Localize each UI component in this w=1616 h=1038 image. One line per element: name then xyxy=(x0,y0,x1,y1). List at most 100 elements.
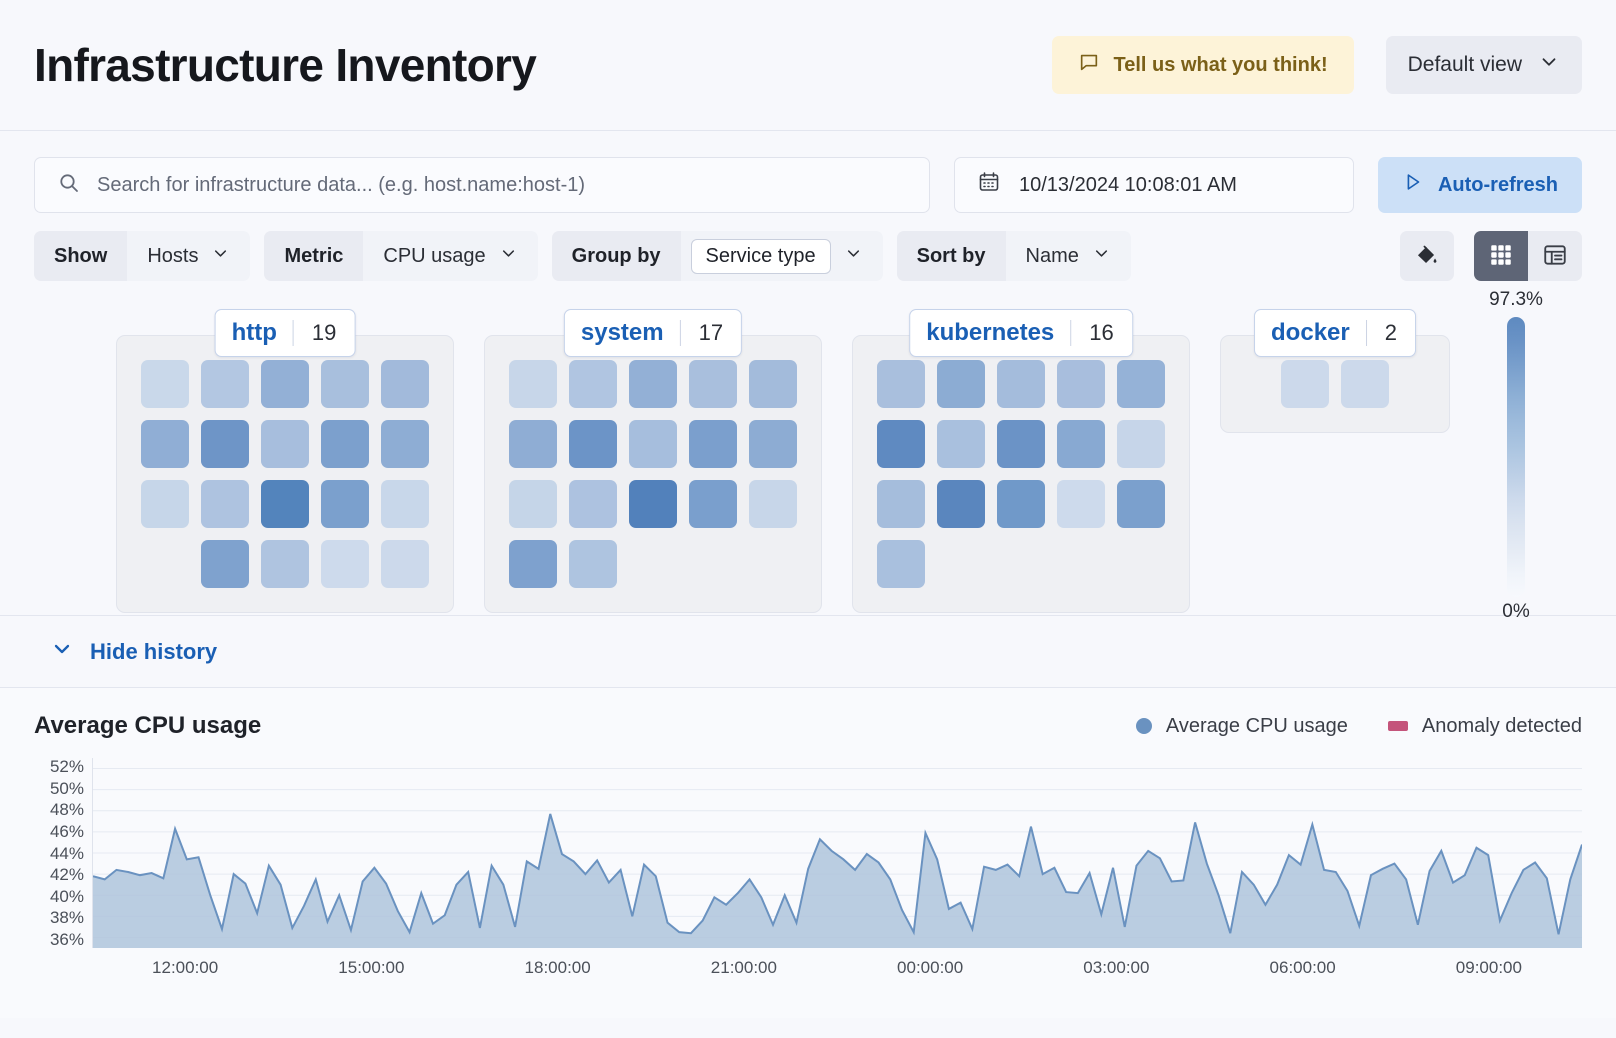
x-tick-label: 21:00:00 xyxy=(710,958,777,977)
x-tick-label: 03:00:00 xyxy=(1083,958,1150,977)
hide-history-label: Hide history xyxy=(90,638,218,664)
x-tick-label: 15:00:00 xyxy=(338,958,405,977)
legend-max-label: 97.3% xyxy=(1489,289,1543,310)
host-cell[interactable] xyxy=(1341,360,1389,408)
host-cell[interactable] xyxy=(1117,480,1165,528)
legend-min-label: 0% xyxy=(1502,601,1530,622)
host-cell[interactable] xyxy=(877,360,925,408)
host-cell[interactable] xyxy=(381,480,429,528)
host-cell[interactable] xyxy=(201,540,249,588)
chart-y-axis: 52%50%48%46%44%42%40%38%36% xyxy=(34,758,92,948)
table-view-button[interactable] xyxy=(1528,231,1582,281)
search-input[interactable]: Search for infrastructure data... (e.g. … xyxy=(34,157,930,213)
auto-refresh-button[interactable]: Auto-refresh xyxy=(1377,157,1582,213)
x-tick-label: 18:00:00 xyxy=(524,958,591,977)
host-cell[interactable] xyxy=(509,360,557,408)
host-cell[interactable] xyxy=(749,420,797,468)
host-cell[interactable] xyxy=(997,360,1045,408)
host-cell[interactable] xyxy=(569,420,617,468)
host-cell[interactable] xyxy=(877,480,925,528)
group-count: 16 xyxy=(1089,320,1114,345)
chart-svg xyxy=(93,758,1582,948)
legend-square-icon xyxy=(1387,721,1408,731)
hide-history-toggle[interactable]: Hide history xyxy=(0,616,1616,688)
color-fill-icon-button[interactable] xyxy=(1400,231,1454,281)
host-cell[interactable] xyxy=(321,420,369,468)
host-cell[interactable] xyxy=(141,420,189,468)
host-cell[interactable] xyxy=(937,360,985,408)
host-cell[interactable] xyxy=(1057,360,1105,408)
host-cell[interactable] xyxy=(629,480,677,528)
comment-icon xyxy=(1078,51,1100,79)
host-cell[interactable] xyxy=(877,420,925,468)
host-cell[interactable] xyxy=(1057,420,1105,468)
chevron-down-icon xyxy=(211,244,230,269)
host-cell[interactable] xyxy=(261,420,309,468)
host-cell[interactable] xyxy=(509,540,557,588)
host-cell[interactable] xyxy=(689,360,737,408)
host-cell[interactable] xyxy=(749,480,797,528)
host-cell[interactable] xyxy=(321,360,369,408)
chart-legend: Average CPU usage Anomaly detected xyxy=(1135,715,1582,738)
date-picker[interactable]: 10/13/2024 10:08:01 AM xyxy=(953,157,1354,213)
auto-refresh-label: Auto-refresh xyxy=(1437,173,1558,196)
y-tick-label: 52% xyxy=(49,757,84,776)
host-cell[interactable] xyxy=(937,480,985,528)
host-cell[interactable] xyxy=(261,480,309,528)
host-cell[interactable] xyxy=(629,420,677,468)
host-cell[interactable] xyxy=(569,360,617,408)
host-cell[interactable] xyxy=(509,480,557,528)
control-metric-value[interactable]: CPU usage xyxy=(363,231,538,281)
x-tick-label: 12:00:00 xyxy=(152,958,219,977)
host-cell[interactable] xyxy=(749,360,797,408)
play-icon xyxy=(1402,171,1424,199)
host-cell[interactable] xyxy=(569,480,617,528)
host-cell[interactable] xyxy=(261,540,309,588)
grid-view-button[interactable] xyxy=(1474,231,1528,281)
host-cell[interactable] xyxy=(937,420,985,468)
host-cell[interactable] xyxy=(201,420,249,468)
host-cell[interactable] xyxy=(1281,360,1329,408)
host-cell[interactable] xyxy=(321,540,369,588)
host-cell[interactable] xyxy=(629,360,677,408)
control-show-value[interactable]: Hosts xyxy=(127,231,251,281)
calendar-icon xyxy=(977,170,1001,200)
chart-plot-area[interactable] xyxy=(92,758,1582,948)
chart-line-average-cpu-usage xyxy=(93,814,1582,934)
host-cell[interactable] xyxy=(689,480,737,528)
legend-gradient-bar xyxy=(1507,317,1525,597)
host-cell[interactable] xyxy=(997,420,1045,468)
feedback-button[interactable]: Tell us what you think! xyxy=(1051,36,1354,94)
default-view-button[interactable]: Default view xyxy=(1385,36,1582,94)
host-cell[interactable] xyxy=(689,420,737,468)
host-cell[interactable] xyxy=(141,480,189,528)
host-cell[interactable] xyxy=(1057,480,1105,528)
control-group-by-label: Group by xyxy=(551,231,681,281)
host-cell[interactable] xyxy=(201,480,249,528)
host-cell[interactable] xyxy=(569,540,617,588)
default-view-label: Default view xyxy=(1407,53,1522,76)
host-cell[interactable] xyxy=(261,360,309,408)
host-cell[interactable] xyxy=(321,480,369,528)
control-sort-by-value[interactable]: Name xyxy=(1005,231,1131,281)
group-chip-divider xyxy=(679,320,681,346)
control-group-by-value[interactable]: Service type xyxy=(680,231,883,281)
x-tick-label: 06:00:00 xyxy=(1269,958,1336,977)
host-cell[interactable] xyxy=(509,420,557,468)
host-cell[interactable] xyxy=(1117,420,1165,468)
host-cell[interactable] xyxy=(1117,360,1165,408)
host-cell[interactable] xyxy=(381,540,429,588)
host-cell[interactable] xyxy=(381,360,429,408)
host-cell[interactable] xyxy=(201,360,249,408)
host-cell[interactable] xyxy=(381,420,429,468)
filter-controls: Show Hosts Metric CPU usage Group by Ser… xyxy=(0,213,1616,281)
host-cell[interactable] xyxy=(997,480,1045,528)
host-cell[interactable] xyxy=(141,360,189,408)
host-cell[interactable] xyxy=(877,540,925,588)
